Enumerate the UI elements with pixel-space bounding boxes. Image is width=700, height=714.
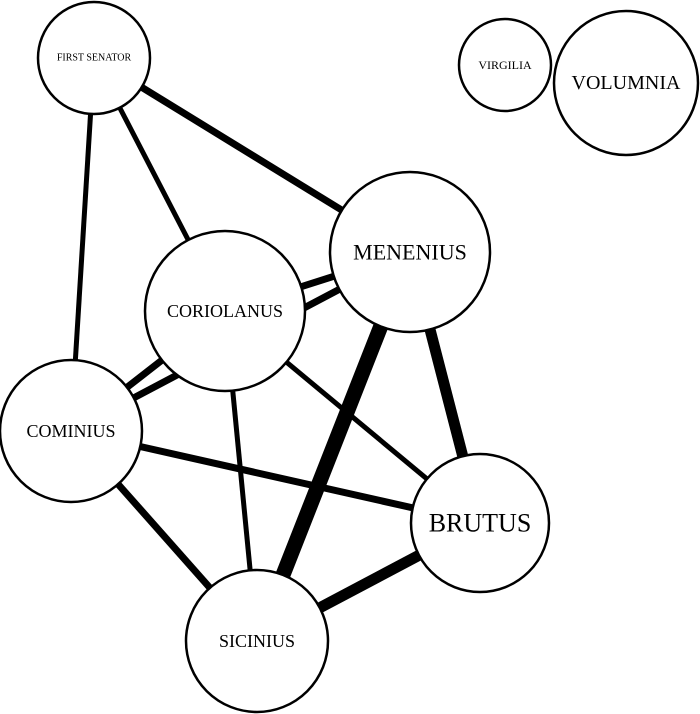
node-sicinius: SICINIUS — [184, 568, 330, 714]
node-circle-first-senator — [36, 0, 152, 116]
node-circle-cominius — [0, 358, 144, 504]
node-circle-coriolanus — [143, 229, 307, 393]
node-first-senator: FIRST SENATOR — [36, 0, 152, 116]
node-volumnia: VOLUMNIA — [552, 9, 700, 157]
node-label-virgilia: VIRGILIA — [478, 58, 532, 72]
node-circle-sicinius — [184, 568, 330, 714]
node-label-volumnia: VOLUMNIA — [572, 72, 681, 94]
node-label-cominius: COMINIUS — [26, 421, 115, 441]
node-label-sicinius: SICINIUS — [219, 631, 295, 651]
node-label-coriolanus: CORIOLANUS — [167, 301, 283, 321]
node-menenius: MENENIUS — [328, 170, 492, 334]
node-label-menenius: MENENIUS — [353, 240, 467, 265]
node-coriolanus: CORIOLANUS — [143, 229, 307, 393]
node-circle-brutus — [409, 452, 551, 594]
node-circle-menenius — [328, 170, 492, 334]
node-circle-volumnia — [552, 9, 700, 157]
node-virgilia: VIRGILIA — [457, 17, 553, 113]
node-label-brutus: BRUTUS — [429, 509, 532, 538]
node-circle-virgilia — [457, 17, 553, 113]
node-label-first-senator: FIRST SENATOR — [57, 53, 132, 64]
node-cominius: COMINIUS — [0, 358, 144, 504]
node-brutus: BRUTUS — [409, 452, 551, 594]
